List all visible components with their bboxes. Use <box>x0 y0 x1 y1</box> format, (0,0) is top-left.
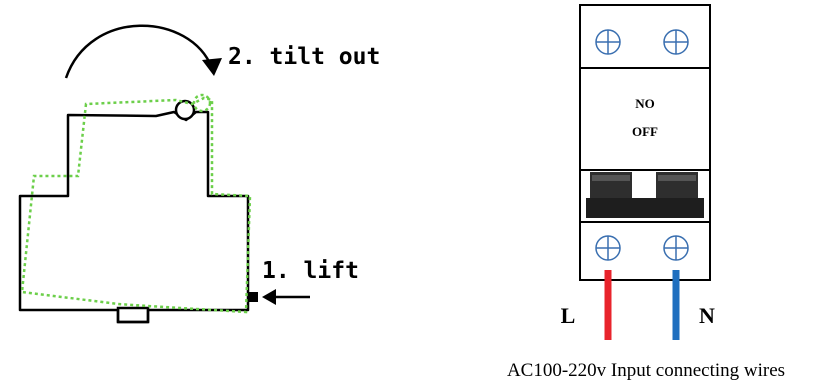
tilt-arrow <box>64 24 214 79</box>
terminal-right-label: N <box>699 303 715 328</box>
tilt-arrowhead <box>202 58 222 76</box>
latch-tab <box>248 292 258 302</box>
lift-arrowhead <box>262 289 276 305</box>
tilted-latch <box>192 93 212 113</box>
breaker: NO OFF L N AC100-220v Input connecting w… <box>507 4 785 381</box>
terminal-bottom-left-icon <box>595 235 621 261</box>
terminal-bottom-right-icon <box>663 235 689 261</box>
switch-text-line1: NO <box>635 96 655 111</box>
module-outline <box>18 110 250 324</box>
module-latch <box>174 99 196 121</box>
terminal-left-label: L <box>561 303 576 328</box>
terminal-top-right-icon <box>663 29 689 55</box>
toggle-levers <box>586 172 704 218</box>
removal-diagram: 2. tilt out 1. lift <box>18 24 380 324</box>
terminal-top-left-icon <box>595 29 621 55</box>
wiring-caption: AC100-220v Input connecting wires <box>507 360 785 381</box>
module-foot <box>116 306 150 324</box>
step-lift-label: 1. lift <box>262 258 359 284</box>
step-tilt-label: 2. tilt out <box>228 44 380 70</box>
tilted-outline <box>20 96 252 314</box>
switch-text-line2: OFF <box>632 124 658 139</box>
